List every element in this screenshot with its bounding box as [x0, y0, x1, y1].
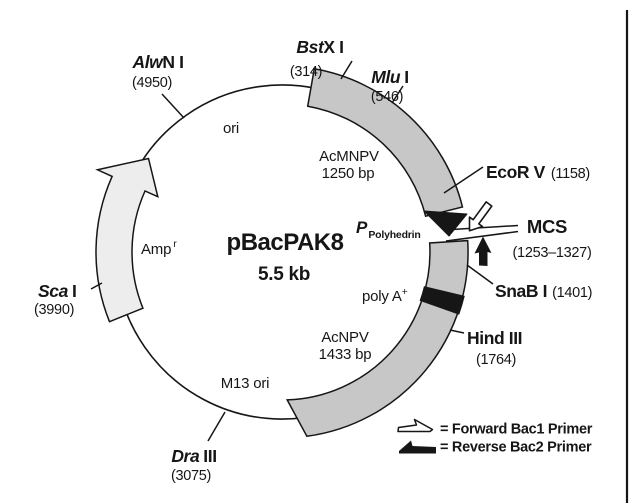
mlu1-position: (546) [371, 89, 403, 105]
snab1-label: SnaB I(1401) [495, 281, 592, 301]
forward-bac1-primer-arrow-icon [468, 201, 493, 232]
mcs-leader-line-upper [451, 224, 519, 231]
legend-reverse-text: = Reverse Bac2 Primer [440, 440, 592, 456]
acmnpv-name-label: AcMNPV [319, 148, 379, 165]
ecorv-label: EcoR V(1158) [486, 162, 590, 182]
acnpv-name-label: AcNPV [321, 329, 369, 346]
plasmid-name: pBacPAK8 [227, 229, 344, 256]
plasmid-size: 5.5 kb [258, 264, 310, 285]
mcs-leader-line-lower [445, 230, 519, 242]
alwn1-label: AlwN I [131, 52, 183, 72]
acnpv-size-label: 1433 bp [319, 346, 372, 363]
ecorv-tick [443, 166, 484, 194]
bstx1-label: BstX I [296, 37, 343, 57]
sca1-tick [90, 282, 103, 290]
acnpv-region-band [285, 239, 469, 438]
legend-forward-text: = Forward Bac1 Primer [440, 422, 593, 438]
dra3-position: (3075) [171, 468, 211, 484]
bstx1-tick [340, 60, 353, 80]
sca1-position: (3990) [34, 302, 74, 318]
polya-site-stripe [419, 286, 465, 315]
hind3-label: Hind III [467, 328, 522, 348]
reverse-bac2-primer-arrow-icon [474, 236, 492, 266]
bstx1-position: (314) [290, 64, 322, 80]
acmnpv-region-band [306, 67, 464, 218]
hind3-tick [449, 329, 465, 334]
alwn1-tick [161, 93, 185, 119]
amp-resistance-arrow [95, 157, 159, 323]
polyhedrin-promoter-label: PPolyhedrin [356, 218, 421, 241]
alwn1-position: (4950) [132, 75, 172, 91]
mcs-label: MCS [527, 216, 567, 237]
acmnpv-size-label: 1250 bp [322, 165, 375, 182]
hind3-position: (1764) [476, 352, 516, 368]
mlu1-tick [391, 85, 404, 104]
ori-label: ori [223, 120, 239, 137]
dra3-tick [207, 411, 226, 442]
snab1-tick [466, 264, 494, 285]
polya-label: poly A+ [362, 286, 408, 305]
m13-ori-label: M13 ori [221, 375, 270, 392]
legend-forward-primer-icon [397, 418, 434, 433]
mcs-position: (1253–1327) [513, 245, 592, 261]
polyhedrin-promoter-arrowhead-icon [423, 210, 468, 237]
legend-reverse-primer-icon [399, 440, 436, 454]
